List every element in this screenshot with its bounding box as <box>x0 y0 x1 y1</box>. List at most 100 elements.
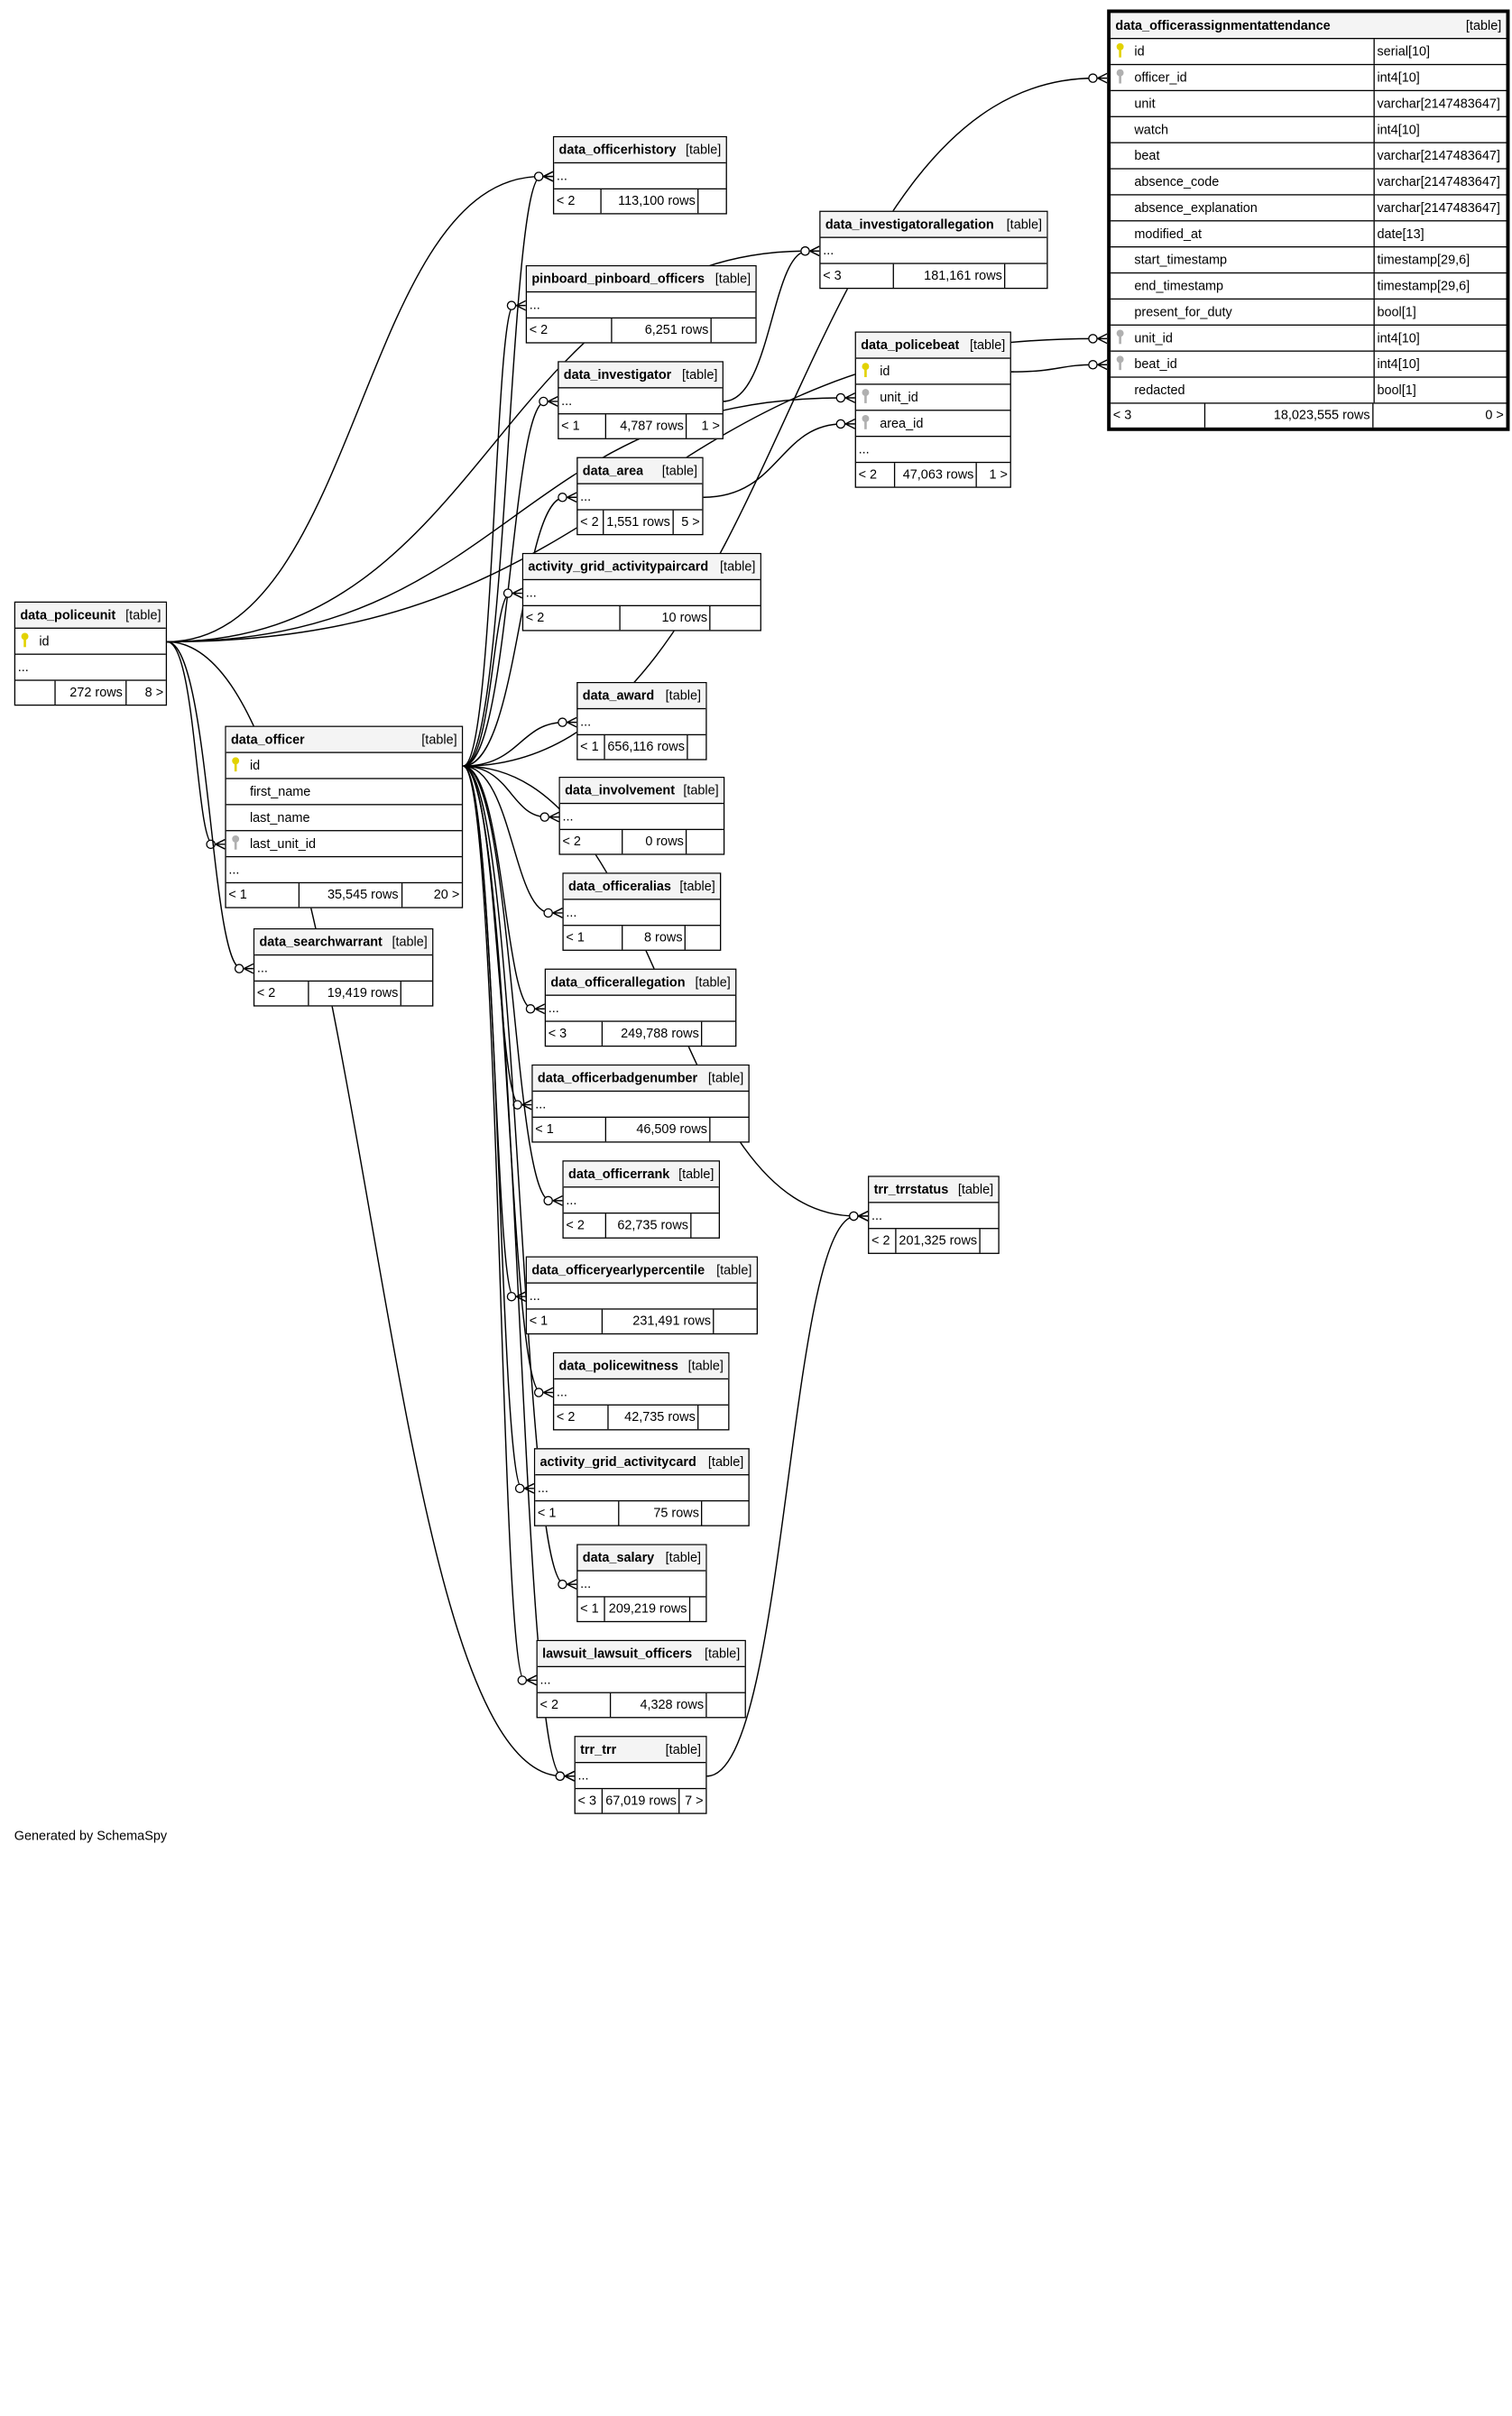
column-row[interactable]: id <box>855 359 1010 385</box>
table-activity-grid-activitypaircard[interactable]: activity_grid_activitypaircard[table]...… <box>521 552 761 632</box>
table-name[interactable]: data_officerassignmentattendance <box>1115 18 1331 33</box>
children-count[interactable] <box>699 189 726 213</box>
more-columns-row[interactable]: ... <box>820 238 1047 264</box>
table-name[interactable]: lawsuit_lawsuit_officers <box>542 1646 693 1661</box>
parents-count[interactable]: < 3 <box>1112 408 1132 423</box>
parents-count[interactable]: < 3 <box>548 1026 567 1041</box>
parents-count[interactable]: < 2 <box>871 1233 890 1249</box>
children-count[interactable] <box>703 1022 735 1046</box>
more-columns-row[interactable]: ... <box>554 163 726 189</box>
more-columns-row[interactable]: ... <box>559 804 724 831</box>
children-count[interactable]: 5 > <box>681 514 700 530</box>
children-count[interactable] <box>692 1213 719 1237</box>
more-columns-row[interactable]: ... <box>535 1475 749 1502</box>
parents-count[interactable]: < 3 <box>823 268 842 283</box>
parents-count[interactable]: < 2 <box>566 1218 585 1233</box>
column-row[interactable]: id <box>15 629 166 655</box>
table-name[interactable]: pinboard_pinboard_officers <box>531 272 705 286</box>
children-count[interactable] <box>981 1229 998 1252</box>
parents-count[interactable]: < 2 <box>256 986 276 1001</box>
table-name[interactable]: data_officerallegation <box>550 974 686 990</box>
more-columns-row[interactable]: ... <box>577 484 703 511</box>
table-name[interactable]: data_salary <box>582 1550 655 1565</box>
children-count[interactable] <box>707 1693 745 1717</box>
more-columns-row[interactable]: ... <box>855 437 1010 464</box>
children-count[interactable] <box>715 1310 757 1333</box>
parents-count[interactable]: < 2 <box>556 1410 576 1425</box>
table-name[interactable]: data_officeryearlypercentile <box>531 1262 705 1277</box>
parents-count[interactable]: < 2 <box>525 611 545 625</box>
more-columns-row[interactable]: ... <box>554 1379 729 1406</box>
table-name[interactable]: data_officerbadgenumber <box>537 1071 698 1085</box>
children-count[interactable] <box>699 1406 728 1429</box>
children-count[interactable] <box>690 1598 705 1621</box>
table-name[interactable]: data_policebeat <box>861 337 960 353</box>
more-columns-row[interactable]: ... <box>527 1284 757 1310</box>
more-columns-row[interactable]: ... <box>532 1092 749 1118</box>
table-name[interactable]: data_officerhistory <box>558 143 677 157</box>
children-count[interactable] <box>703 1501 749 1525</box>
parents-count[interactable]: < 1 <box>580 740 599 755</box>
parents-count[interactable]: < 1 <box>529 1314 549 1329</box>
table-name[interactable]: data_award <box>582 688 655 703</box>
parents-count[interactable]: < 2 <box>580 514 599 530</box>
parents-count[interactable]: < 2 <box>858 467 878 483</box>
more-columns-row[interactable]: ... <box>563 1187 719 1214</box>
table-name[interactable]: data_area <box>582 463 644 478</box>
children-count[interactable] <box>711 606 761 630</box>
children-count[interactable] <box>686 926 720 949</box>
table-data-officerassignmentattendance[interactable]: data_officerassignmentattendance[table]i… <box>1107 9 1510 431</box>
children-count[interactable] <box>401 982 432 1005</box>
parents-count[interactable]: < 2 <box>539 1698 558 1712</box>
parents-count[interactable]: < 1 <box>537 1506 557 1521</box>
more-columns-row[interactable]: ... <box>869 1203 999 1230</box>
parents-count[interactable]: < 1 <box>566 930 585 945</box>
more-columns-row[interactable]: ... <box>577 709 706 736</box>
more-columns-row[interactable]: ... <box>546 996 736 1022</box>
parents-count[interactable]: < 2 <box>556 194 576 208</box>
children-count[interactable]: 20 > <box>433 888 460 903</box>
more-columns-row[interactable]: ... <box>575 1763 706 1790</box>
children-count[interactable] <box>1006 264 1046 288</box>
table-name[interactable]: data_searchwarrant <box>259 935 383 949</box>
table-name[interactable]: activity_grid_activitycard <box>539 1454 696 1470</box>
parents-count[interactable]: < 3 <box>577 1794 596 1809</box>
children-count[interactable]: 1 > <box>989 467 1008 483</box>
parents-count[interactable]: < 1 <box>228 888 247 903</box>
children-count[interactable] <box>687 830 724 853</box>
children-count[interactable]: 1 > <box>701 419 720 434</box>
children-count[interactable] <box>688 735 705 759</box>
more-columns-row[interactable]: ... <box>523 580 761 606</box>
table-name[interactable]: trr_trr <box>580 1742 617 1757</box>
table-name[interactable]: trr_trrstatus <box>873 1182 949 1197</box>
table-name[interactable]: data_involvement <box>565 783 676 798</box>
parents-count[interactable]: < 1 <box>535 1122 554 1137</box>
parents-count[interactable] <box>15 681 54 705</box>
table-name[interactable]: data_officer <box>230 732 305 747</box>
children-count[interactable] <box>711 1118 749 1141</box>
more-columns-row[interactable]: ... <box>15 655 166 681</box>
column-row[interactable]: last_unit_id <box>226 831 462 858</box>
